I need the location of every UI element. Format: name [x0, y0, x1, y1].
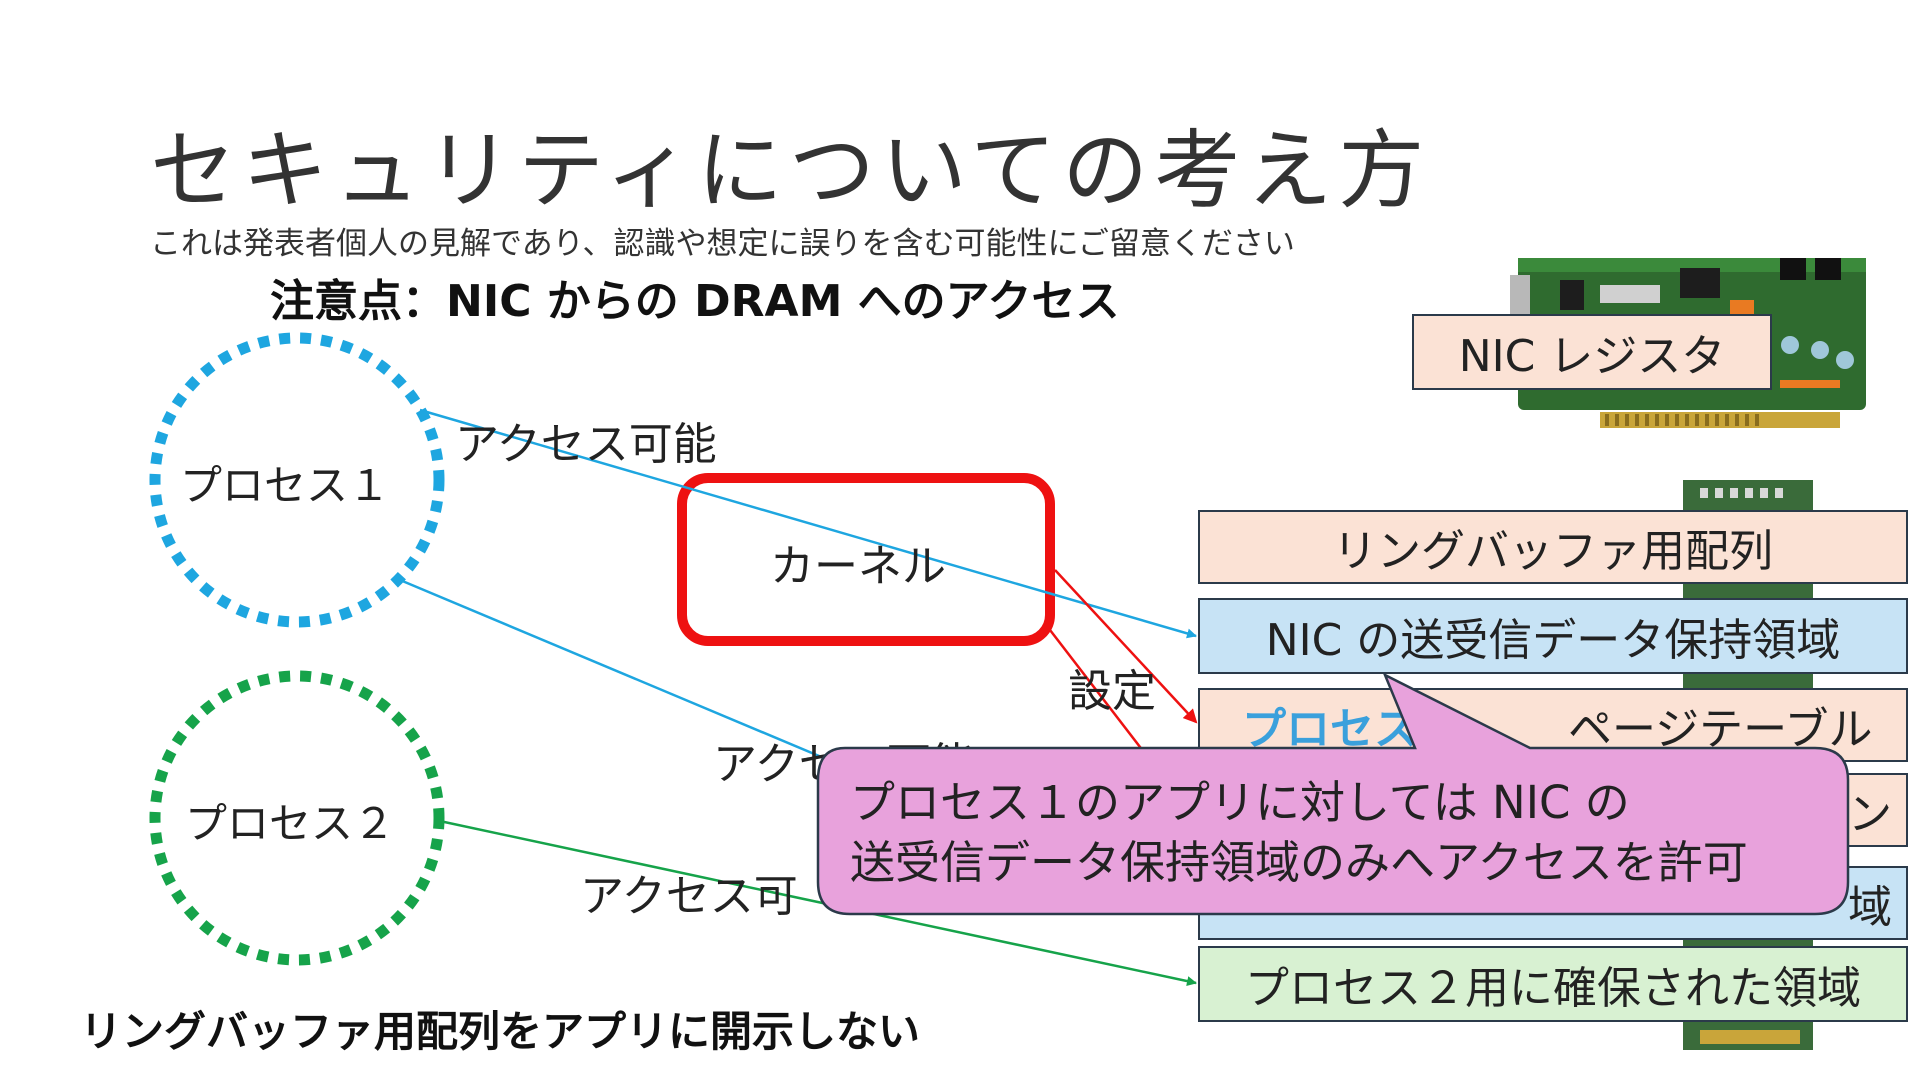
memory-box-ring-buffer-label: リングバッファ用配列	[1333, 526, 1773, 577]
nic-register-box: NIC レジスタ	[1412, 314, 1772, 390]
arrow-kernel-to-pagetable	[1054, 569, 1198, 724]
process2-label: プロセス２	[185, 799, 396, 848]
memory-box-hidden-2-label: 域	[1848, 882, 1892, 933]
label-kernel-setting: 設定	[1068, 666, 1156, 717]
memory-box-ring-buffer: リングバッファ用配列	[1198, 510, 1908, 584]
process1-circle	[149, 332, 445, 628]
label-access-p1-top: アクセス可能	[455, 419, 717, 470]
memory-box-nic-data-label: NIC の送受信データ保持領域	[1265, 615, 1841, 666]
slide-subtitle: これは発表者個人の見解であり、認識や想定に誤りを含む可能性にご留意ください	[150, 226, 1295, 262]
memory-box-page-table-prefix: プロセス	[1242, 704, 1418, 755]
memory-box-process2-label: プロセス２用に確保された領域	[1245, 963, 1861, 1014]
footer-note: リングバッファ用配列をアプリに開示しない	[80, 1007, 921, 1056]
callout-bubble	[816, 672, 1850, 916]
arrow-p2-to-region	[434, 818, 1197, 987]
process2-circle	[149, 670, 445, 966]
memory-box-nic-data: NIC の送受信データ保持領域	[1198, 598, 1908, 674]
process1-label: プロセス１	[180, 461, 391, 510]
slide-title: セキュリティについての考え方	[150, 121, 1431, 221]
arrow-kernel-lower	[1049, 629, 1151, 761]
arrow-p1-lower	[399, 578, 901, 792]
section-heading: 注意点：NIC からの DRAM へのアクセス	[270, 276, 1120, 327]
kernel-box	[677, 473, 1055, 646]
memory-box-process2: プロセス２用に確保された領域	[1198, 946, 1908, 1022]
nic-register-label: NIC レジスタ	[1458, 331, 1726, 382]
memory-box-hidden-1-label: ン	[1848, 789, 1892, 840]
arrow-p1-to-nic-data	[419, 408, 1197, 639]
callout-text: プロセス１のアプリに対しては NIC の 送受信データ保持領域のみへアクセスを許…	[850, 773, 1748, 893]
kernel-label: カーネル	[770, 541, 946, 592]
callout-line-2: 送受信データ保持領域のみへアクセスを許可	[850, 836, 1748, 889]
callout-line-1: プロセス１のアプリに対しては NIC の	[850, 776, 1630, 829]
memory-box-page-table-suffix: ページテーブル	[1568, 704, 1873, 755]
label-access-p2: アクセス可	[580, 871, 798, 922]
